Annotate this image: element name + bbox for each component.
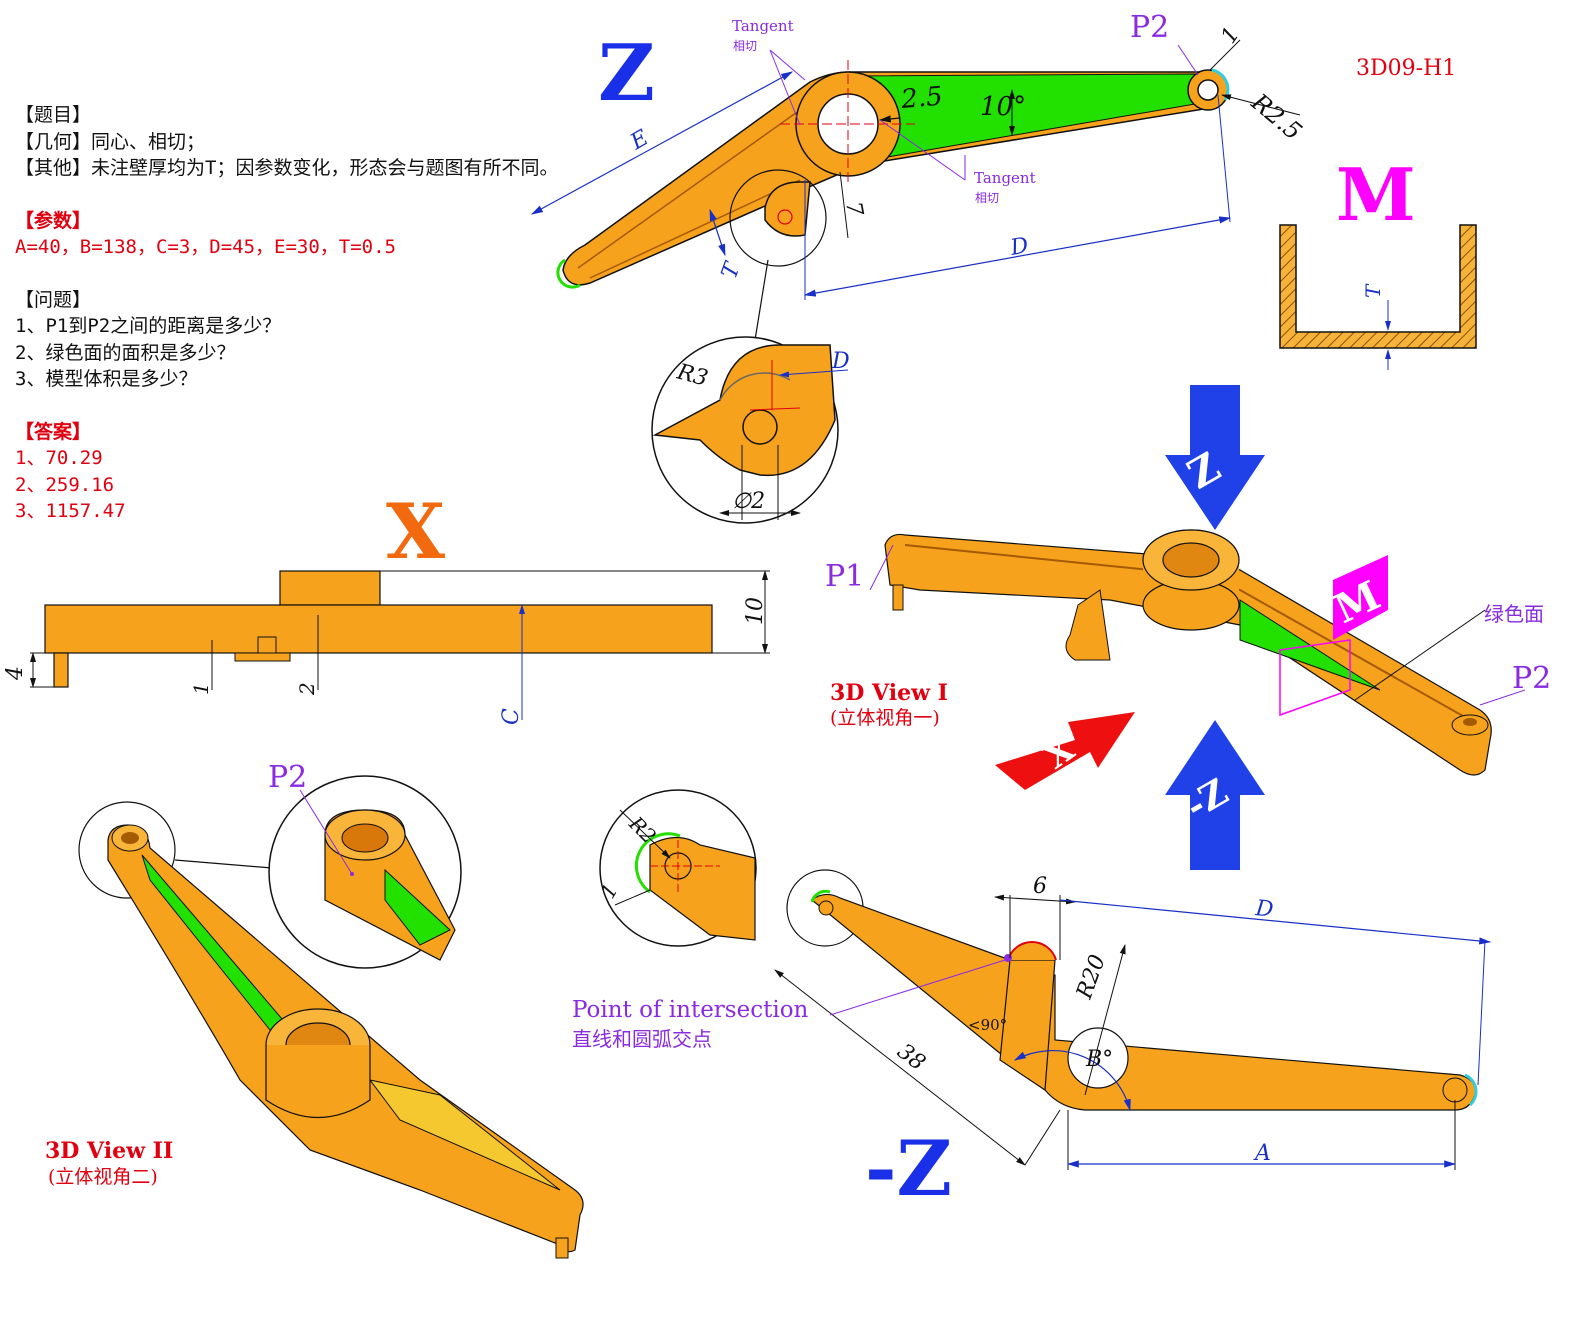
iso-view-2 bbox=[78, 775, 584, 1259]
dim-a: A bbox=[1253, 1141, 1271, 1166]
answer-3: 3、1157.47 bbox=[15, 500, 126, 522]
dim-d-top: D bbox=[1008, 233, 1031, 261]
view-label-neg-z: -Z bbox=[865, 1124, 952, 1213]
view-label-x: X bbox=[386, 487, 445, 576]
params-values: A=40，B=138，C=3，D=45，E=30，T=0.5 bbox=[15, 236, 396, 258]
tangent-cn-1: 相切 bbox=[733, 39, 757, 53]
problem-other: 【其他】未注壁厚均为T；因参数变化，形态会与题图有所不同。 bbox=[15, 157, 559, 179]
problem-panel: 【题目】 【几何】同心、相切； 【其他】未注壁厚均为T；因参数变化，形态会与题图… bbox=[15, 102, 558, 525]
dim-6: 6 bbox=[1033, 874, 1047, 899]
view2-cn: (立体视角二) bbox=[48, 1166, 158, 1188]
poi-label-en: Point of intersection bbox=[572, 997, 809, 1023]
dim-38: 38 bbox=[892, 1039, 929, 1076]
dim-1-x: 1 bbox=[189, 682, 213, 695]
dim-4: 4 bbox=[3, 666, 28, 681]
p2-label-iso: P2 bbox=[1512, 661, 1551, 696]
dim-2-x: 2 bbox=[295, 682, 319, 696]
dim-lt90: <90° bbox=[968, 1016, 1007, 1034]
dim-2-5: 2.5 bbox=[899, 81, 944, 115]
dim-t-top: T bbox=[717, 258, 746, 283]
problem-geometry: 【几何】同心、相切； bbox=[15, 130, 206, 153]
questions-title: 【问题】 bbox=[15, 288, 92, 311]
question-2: 2、绿色面的面积是多少？ bbox=[15, 341, 236, 364]
dim-1-top: 1 bbox=[1216, 23, 1245, 49]
arrow-x: X bbox=[995, 712, 1135, 790]
side-view-x: 10 4 1 2 C bbox=[3, 570, 770, 725]
problem-title: 【题目】 bbox=[15, 104, 92, 126]
view-label-m: M bbox=[1336, 152, 1416, 237]
dim-d-detail: D bbox=[831, 349, 850, 374]
answers-title: 【答案】 bbox=[15, 420, 92, 443]
dim-10deg: 10° bbox=[980, 92, 1026, 122]
top-view: E D T 7 2.5 10° 1 R2.5 bbox=[530, 23, 1307, 300]
drawing-id: 3D09-H1 bbox=[1356, 56, 1456, 81]
params-title: 【参数】 bbox=[15, 209, 92, 232]
view2-en: 3D View II bbox=[45, 1138, 173, 1164]
view1-en: 3D View I bbox=[830, 680, 948, 706]
m-section: T bbox=[1279, 224, 1477, 370]
question-1: 1、P1到P2之间的距离是多少？ bbox=[15, 315, 282, 337]
detail-view: R3 D ∅2 bbox=[651, 259, 850, 524]
p1-label: P1 bbox=[825, 559, 864, 594]
arrow-z-down: Z bbox=[1165, 385, 1265, 530]
tangent-label-1: Tangent bbox=[732, 17, 794, 35]
bottom-view: R2 1 6 D R20 <90° bbox=[596, 789, 1492, 1170]
arrow-neg-z-up: -Z bbox=[1165, 720, 1265, 870]
dim-t-m: T bbox=[1361, 283, 1385, 298]
view-label-z: Z bbox=[598, 28, 655, 119]
iso-view-1 bbox=[869, 529, 1526, 776]
answer-2: 2、259.16 bbox=[15, 473, 115, 496]
green-face-label: 绿色面 bbox=[1484, 602, 1544, 626]
answer-1: 1、70.29 bbox=[15, 447, 103, 469]
dim-c: C bbox=[499, 708, 524, 725]
p2-label-top: P2 bbox=[1130, 10, 1169, 45]
p2-label-iso2: P2 bbox=[268, 760, 307, 795]
dim-r25: R2.5 bbox=[1245, 88, 1307, 146]
dim-e: E bbox=[626, 126, 653, 156]
dim-r20: R20 bbox=[1072, 952, 1111, 1003]
dim-10: 10 bbox=[743, 597, 768, 625]
dim-d-bottom: D bbox=[1253, 896, 1275, 923]
dim-7: 7 bbox=[840, 200, 867, 218]
dim-b: B° bbox=[1085, 1047, 1113, 1072]
tangent-label-2: Tangent bbox=[974, 169, 1036, 187]
question-3: 3、模型体积是多少？ bbox=[15, 368, 198, 390]
dim-phi2: ∅2 bbox=[732, 489, 765, 514]
poi-label-cn: 直线和圆弧交点 bbox=[572, 1027, 712, 1051]
arrow-m: M bbox=[1327, 555, 1388, 640]
view1-cn: (立体视角一) bbox=[830, 707, 940, 729]
tangent-cn-2: 相切 bbox=[975, 191, 999, 205]
